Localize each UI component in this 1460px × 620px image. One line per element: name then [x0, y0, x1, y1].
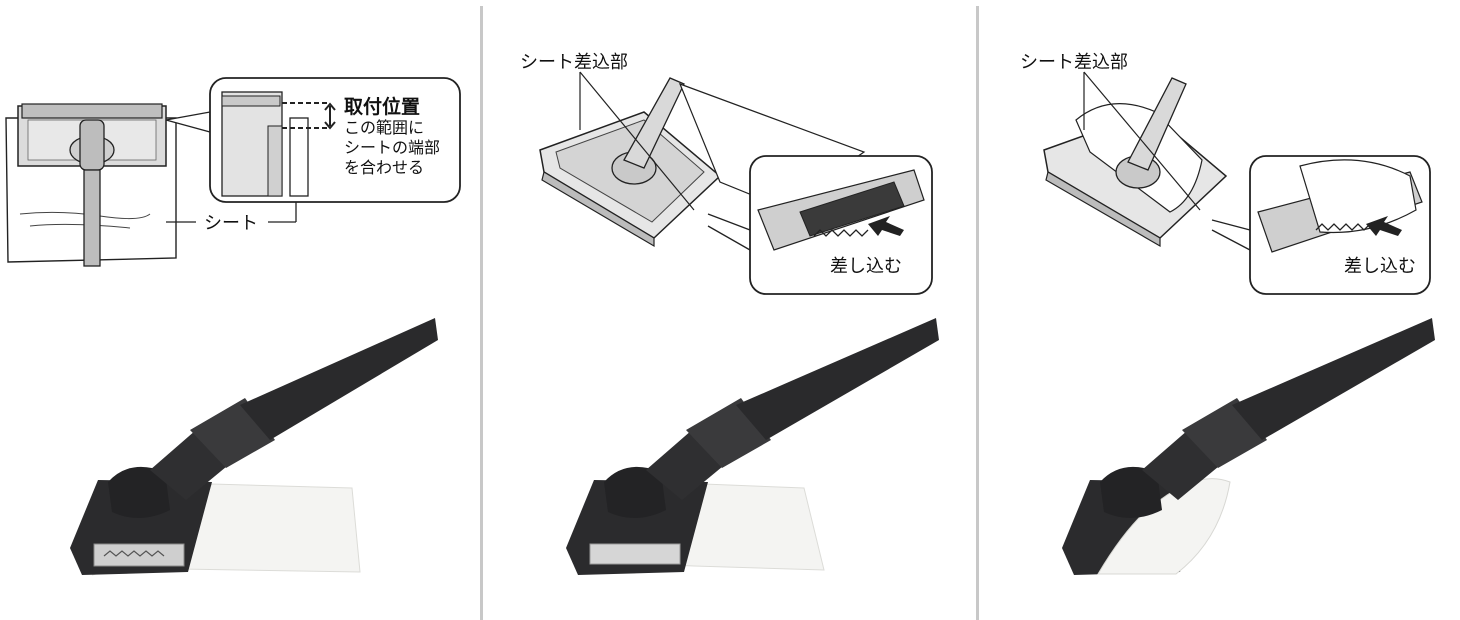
push-in-label: 差し込む: [1344, 256, 1416, 277]
divider-1: [480, 6, 483, 620]
photo-flat-sheet: [70, 318, 438, 576]
photo-sheet-front-inserted: [566, 318, 939, 575]
insert-area-label: シート差込部: [520, 52, 628, 73]
diagram-attach-position: [5, 77, 461, 576]
attach-position-title: 取付位置: [344, 96, 421, 118]
note-line-2: シートの端部: [344, 138, 441, 157]
divider-2: [976, 6, 979, 620]
panel-insert-back: シート差込部 差し込む: [980, 0, 1460, 620]
panel-attach-position: 取付位置 この範囲に シートの端部 を合わせる シート: [0, 0, 480, 620]
diagram-insert-front: [539, 71, 939, 575]
sheet-label: シート: [204, 213, 258, 234]
photo-sheet-wrapped: [1062, 318, 1435, 575]
panel-insert-front: シート差込部 差し込む: [484, 0, 964, 620]
push-in-label: 差し込む: [830, 256, 902, 277]
note-line-1: この範囲に: [344, 118, 425, 137]
insert-area-label: シート差込部: [1020, 52, 1128, 73]
note-line-3: を合わせる: [344, 158, 425, 177]
diagram-insert-back: [1043, 71, 1435, 575]
